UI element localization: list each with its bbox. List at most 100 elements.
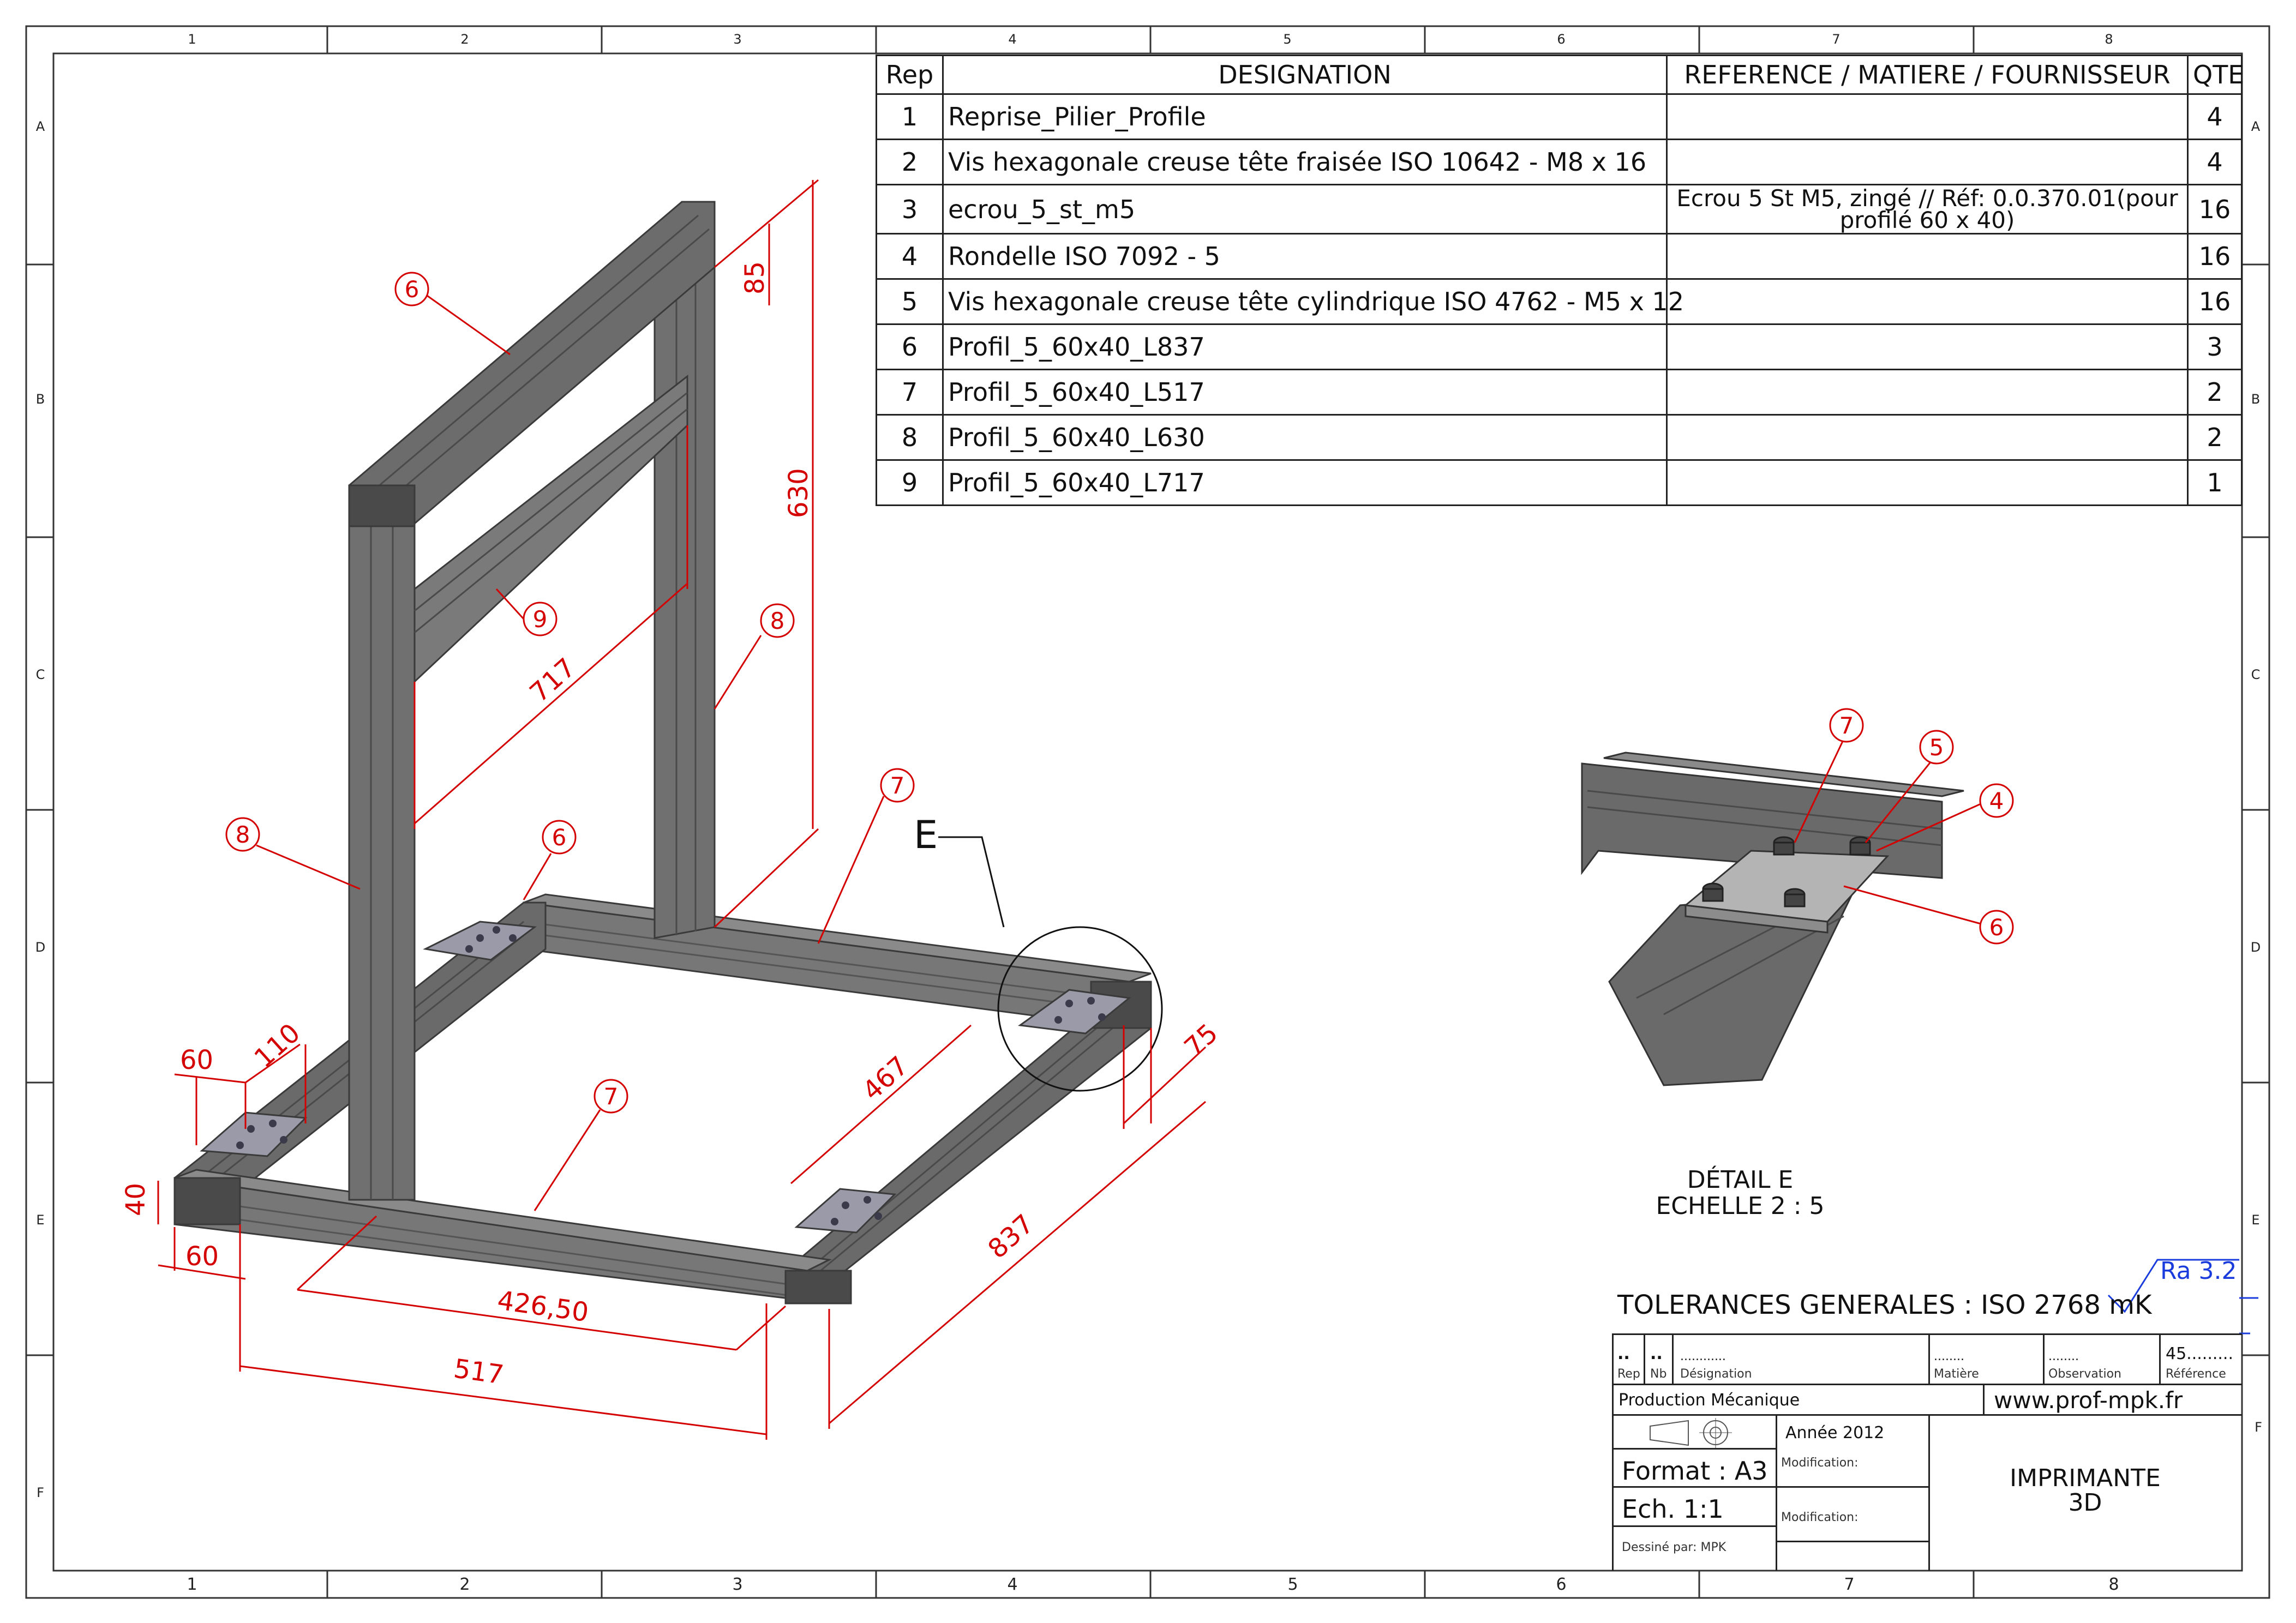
bom-designation: ecrou_5_st_m5 [942, 184, 1668, 235]
upright-left [348, 522, 416, 1201]
col-label-top: 4 [1008, 32, 1016, 47]
tb-title-line-1: IMPRIMANTE [2010, 1464, 2161, 1492]
balloon-circle [1979, 910, 2014, 945]
col-label-bottom: 7 [1844, 1575, 1854, 1594]
detail-caption-title: DÉTAIL E [1687, 1166, 1794, 1194]
bom-header-qte: QTE [2187, 55, 2244, 95]
bom-designation: Vis hexagonale creuse tête cylindrique I… [942, 278, 1684, 325]
col-label-top: 1 [188, 32, 196, 47]
tb-designation-value: ............ [1680, 1350, 1726, 1363]
dim-40: 40 [121, 1183, 151, 1216]
bom-row: 4 Rondelle ISO 7092 - 5 16 [876, 233, 2243, 280]
bom-row: 8 Profil_5_60x40_L630 2 [876, 414, 2243, 461]
zone-labels: 1 2 3 4 5 6 7 8 1 2 3 4 5 6 7 8 A B C D … [35, 32, 2262, 1594]
balloon-circle [225, 817, 260, 852]
balloon-8: 8 [236, 821, 250, 848]
profile-base-right [784, 981, 1152, 1302]
tb-nb-value: .. [1650, 1344, 1663, 1363]
tb-production: Production Mécanique [1618, 1391, 1800, 1410]
bom-designation: Vis hexagonale creuse tête fraisée ISO 1… [942, 139, 1668, 185]
balloon-7: 7 [890, 772, 905, 799]
bom-designation: Profil_5_60x40_L837 [942, 323, 1668, 370]
tb-designation-label: Désignation [1680, 1367, 1752, 1381]
row-label-right: E [2251, 1212, 2259, 1228]
row-label-right: F [2255, 1420, 2262, 1435]
detail-bolts [1702, 836, 1871, 907]
bom-row: 3 ecrou_5_st_m5 Ecrou 5 St M5, zingé // … [876, 184, 2243, 235]
bom-qte: 4 [2187, 139, 2243, 185]
dim-837: 837 [982, 1209, 1040, 1265]
bolt-heads [236, 926, 1106, 1225]
bom-designation: Profil_5_60x40_L517 [942, 369, 1668, 416]
row-label-left: D [35, 940, 45, 955]
detail-balloon-5: 5 [1929, 734, 1944, 761]
bom-rep: 1 [876, 93, 944, 140]
bom-reference [1666, 139, 2189, 185]
tb-reference-label: Référence [2166, 1367, 2226, 1381]
bom-qte: 16 [2187, 184, 2243, 235]
balloons: 6 9 8 8 6 7 7 [225, 272, 915, 1114]
balloon-6: 6 [405, 276, 419, 303]
bill-of-materials: Rep DESIGNATION REFERENCE / MATIERE / FO… [876, 55, 2244, 506]
col-label-top: 5 [1283, 32, 1291, 47]
dim-75: 75 [1179, 1018, 1224, 1062]
tb-title-line-2: 3D [2068, 1489, 2102, 1517]
balloon-circle [394, 272, 429, 306]
tb-modification-2: Modification: [1781, 1511, 1859, 1524]
bom-header-designation: DESIGNATION [942, 55, 1668, 95]
bom-qte: 16 [2187, 233, 2243, 280]
balloon-circle [523, 602, 557, 636]
col-label-bottom: 3 [732, 1575, 742, 1594]
bom-reference [1666, 414, 2189, 461]
tb-modification-1: Modification: [1781, 1456, 1859, 1470]
detail-balloon-6: 6 [1989, 914, 2004, 941]
bom-rep: 3 [876, 184, 944, 235]
balloon-circle [880, 768, 915, 803]
bom-header-reference: REFERENCE / MATIERE / FOURNISSEUR [1666, 55, 2189, 95]
detail-caption: DÉTAIL E ECHELLE 2 : 5 [1604, 1167, 1877, 1219]
col-label-bottom: 5 [1287, 1575, 1298, 1594]
col-label-bottom: 2 [459, 1575, 470, 1594]
profile-end [173, 1177, 241, 1225]
bom-reference [1666, 369, 2189, 416]
profile-end [348, 484, 416, 527]
bom-header-row: Rep DESIGNATION REFERENCE / MATIERE / FO… [876, 55, 2244, 95]
bom-row: 2 Vis hexagonale creuse tête fraisée ISO… [876, 139, 2243, 185]
detail-marker: E [914, 813, 938, 857]
col-label-bottom: 4 [1007, 1575, 1017, 1594]
bom-rep: 7 [876, 369, 944, 416]
bom-row: 5 Vis hexagonale creuse tête cylindrique… [876, 278, 2243, 325]
dim-467: 467 [857, 1050, 915, 1107]
col-label-top: 7 [1832, 32, 1840, 47]
bom-row: 1 Reprise_Pilier_Profile 4 [876, 93, 2243, 140]
dim-85: 85 [740, 261, 770, 294]
zone-ticks [26, 26, 2269, 1598]
tb-format: Format : A3 [1622, 1456, 1768, 1486]
detail-plate-edge [1684, 904, 1829, 934]
tb-matiere-value: ........ [1934, 1350, 1964, 1363]
col-label-top: 3 [733, 32, 741, 47]
detail-profile-top [1603, 752, 1964, 797]
bom-reference [1666, 233, 2189, 280]
detail-balloon-leaders [1794, 738, 1986, 925]
dim-60-top: 60 [180, 1045, 213, 1075]
col-label-bottom: 6 [1556, 1575, 1566, 1594]
detail-circle-e: E [914, 813, 1163, 1092]
isometric-frame-view [173, 201, 1152, 1305]
bom-rep: 2 [876, 139, 944, 185]
bom-row: 6 Profil_5_60x40_L837 3 [876, 323, 2243, 370]
row-label-left: E [36, 1212, 44, 1228]
row-label-right: B [2251, 392, 2260, 407]
row-label-right: D [2251, 940, 2261, 955]
bom-reference [1666, 459, 2189, 506]
projection-symbol-icon [1650, 1418, 1732, 1448]
row-label-left: F [37, 1485, 44, 1500]
balloon-circle [1919, 730, 1954, 765]
balloon-7: 7 [604, 1083, 619, 1110]
tb-dessine: Dessiné par: MPK [1622, 1541, 1727, 1554]
bom-row: 9 Profil_5_60x40_L717 1 [876, 459, 2243, 506]
inner-frame [52, 52, 2243, 1572]
tb-rep-label: Rep [1617, 1367, 1640, 1381]
balloon-circle [760, 603, 795, 638]
